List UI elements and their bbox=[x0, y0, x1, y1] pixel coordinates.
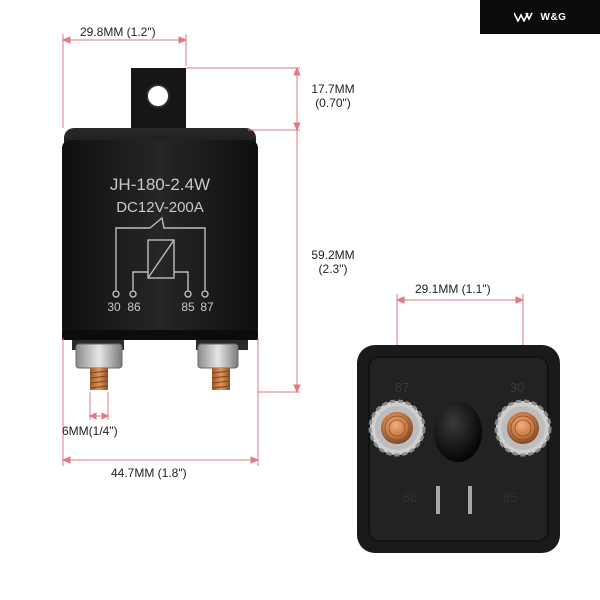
dimension-bracket-height: 17.7MM (0.70") bbox=[305, 82, 361, 110]
dimension-body-height-mm: 59.2MM bbox=[311, 248, 355, 262]
dimension-terminal-width: 6MM(1/4") bbox=[62, 424, 118, 438]
pin-label-86: 86 bbox=[127, 300, 141, 314]
relay-model-text: JH-180-2.4W bbox=[110, 175, 210, 194]
bottom-pin-label-30: 30 bbox=[510, 380, 524, 395]
dimension-bottom-width: 44.7MM (1.8") bbox=[111, 466, 187, 480]
relay-base bbox=[62, 330, 258, 340]
dimension-lines bbox=[61, 34, 525, 466]
dimension-body-height: 59.2MM (2.3") bbox=[305, 248, 361, 276]
spade-pin-right bbox=[468, 486, 472, 514]
dimension-top-width: 29.8MM (1.2") bbox=[80, 25, 156, 39]
terminal-left bbox=[72, 340, 124, 390]
dimension-terminal-spacing: 29.1MM (1.1") bbox=[415, 282, 491, 296]
dimension-bracket-height-in: (0.70") bbox=[315, 96, 351, 110]
brand-logo: W&G bbox=[480, 0, 600, 34]
bottom-pin-label-85: 85 bbox=[503, 490, 517, 505]
dimension-body-height-in: (2.3") bbox=[318, 262, 348, 276]
bottom-pin-label-86: 86 bbox=[403, 490, 417, 505]
terminal-right bbox=[196, 340, 248, 390]
relay-rating-text: DC12V-200A bbox=[116, 199, 204, 216]
bottom-pin-label-87: 87 bbox=[395, 380, 409, 395]
bracket-hole bbox=[146, 84, 170, 108]
pin-label-87: 87 bbox=[200, 300, 214, 314]
wiring-schematic bbox=[112, 216, 209, 298]
wg-chevron-logo-icon bbox=[513, 12, 533, 22]
brand-name: W&G bbox=[540, 11, 567, 23]
spade-pin-left bbox=[436, 486, 440, 514]
relay-front-view: JH-180-2.4W DC12V-200A 30 86 85 87 bbox=[62, 68, 258, 390]
terminal-washer-left bbox=[368, 399, 426, 457]
terminal-washer-right bbox=[494, 399, 552, 457]
relay-bottom-view: 87 30 86 85 bbox=[357, 345, 560, 553]
center-dome bbox=[434, 402, 482, 462]
pin-label-85: 85 bbox=[181, 300, 195, 314]
pin-label-30: 30 bbox=[107, 300, 121, 314]
relay-body bbox=[62, 140, 258, 336]
dimension-bracket-height-mm: 17.7MM bbox=[311, 82, 355, 96]
